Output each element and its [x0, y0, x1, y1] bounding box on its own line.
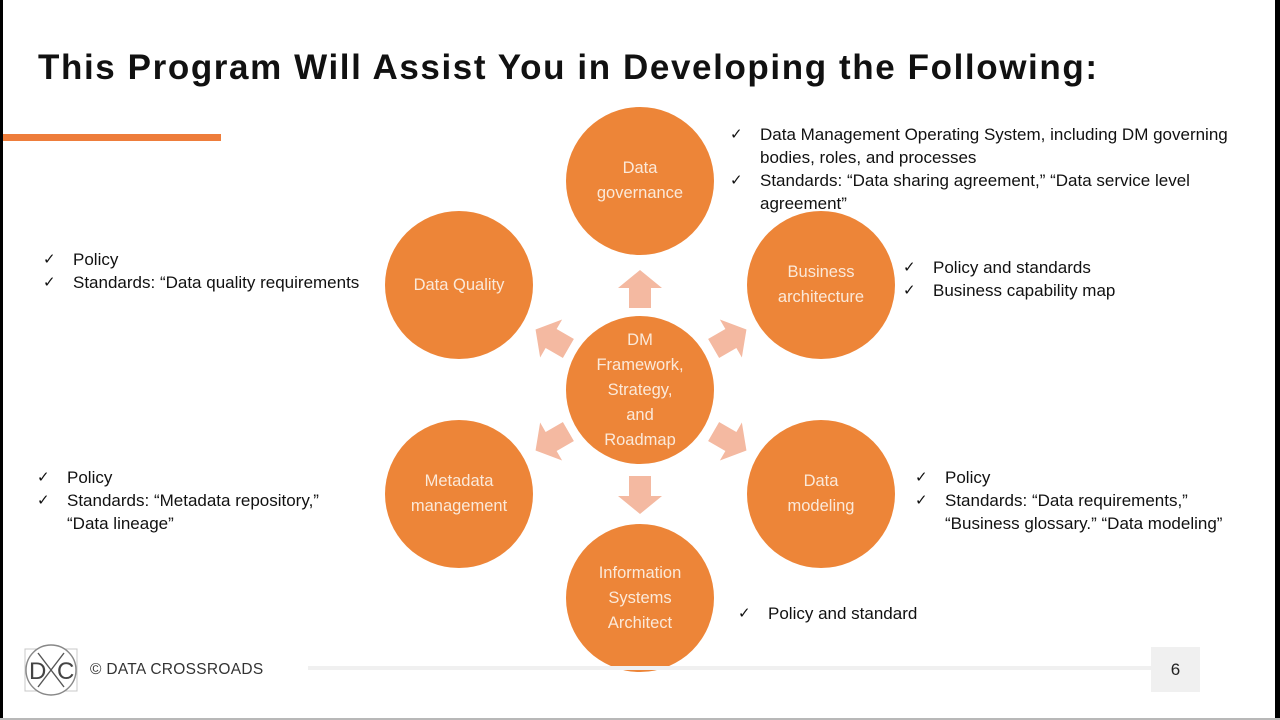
- modeling-bullets: ✓ Policy ✓ Standards: “Data requirements,”…: [915, 466, 1245, 535]
- center-line: Strategy,: [607, 380, 673, 399]
- center-line: Roadmap: [604, 430, 676, 449]
- checkmark-icon: ✓: [43, 274, 56, 291]
- node-label: Data: [622, 159, 658, 177]
- page-number: 6: [1151, 647, 1200, 692]
- arrow-up-right-icon: [703, 310, 758, 367]
- bullet-item: ✓ Policy: [43, 248, 383, 271]
- slide-title: This Program Will Assist You in Developi…: [38, 48, 1099, 87]
- bullet-text: Policy: [945, 468, 991, 487]
- node-business-architecture: Business architecture: [747, 211, 895, 359]
- bullet-text: Policy and standard: [768, 604, 918, 623]
- bullet-text: Policy and standards: [933, 258, 1091, 277]
- arrow-down-right-icon: [703, 412, 758, 469]
- checkmark-icon: ✓: [903, 259, 916, 276]
- node-metadata-management: Metadata management: [385, 420, 533, 568]
- bullet-item: ✓ Standards: “Data quality requirements: [43, 271, 383, 294]
- bullet-text: Data Management Operating System, includ…: [760, 125, 1228, 167]
- node-label: Metadata: [424, 472, 494, 490]
- bullet-item: ✓ Standards: “Metadata repository,” “Data…: [37, 489, 357, 535]
- arrow-down-left-icon: [525, 412, 580, 469]
- checkmark-icon: ✓: [37, 469, 50, 486]
- data-crossroads-logo: D C: [24, 643, 78, 697]
- bullet-item: ✓ Standards: “Data requirements,” “Busine…: [915, 489, 1245, 535]
- node-label: Information: [598, 563, 682, 582]
- center-circle-dm-framework: DM Framework, Strategy, and Roadmap: [566, 316, 714, 464]
- checkmark-icon: ✓: [915, 469, 928, 486]
- node-data-governance: Data governance: [566, 107, 714, 255]
- bullet-text: Standards: “Metadata repository,” “Data …: [67, 491, 319, 533]
- footer-divider: [308, 666, 1153, 670]
- bullet-text: Standards: “Data sharing agreement,” “Da…: [760, 171, 1190, 213]
- bullet-item: ✓ Data Management Operating System, inclu…: [730, 123, 1270, 169]
- node-data-quality: Data Quality: [385, 211, 533, 359]
- checkmark-icon: ✓: [730, 172, 743, 189]
- bullet-item: ✓ Policy and standard: [738, 602, 998, 625]
- bullet-text: Standards: “Data requirements,” “Busines…: [945, 491, 1223, 533]
- center-line: DM: [627, 330, 653, 349]
- node-label: Architect: [607, 613, 673, 632]
- quality-bullets: ✓ Policy ✓ Standards: “Data quality requir…: [43, 248, 383, 294]
- svg-text:C: C: [57, 658, 74, 685]
- node-label: Systems: [608, 588, 672, 607]
- center-line: Framework,: [596, 355, 684, 374]
- bullet-item: ✓ Business capability map: [903, 279, 1223, 302]
- frame-right-edge: [1275, 0, 1280, 720]
- node-label: Data Quality: [413, 275, 505, 294]
- bullet-item: ✓ Policy: [915, 466, 1245, 489]
- bullet-item: ✓ Policy and standards: [903, 256, 1223, 279]
- center-line: and: [626, 405, 654, 424]
- bullet-item: ✓ Standards: “Data sharing agreement,” “D…: [730, 169, 1270, 215]
- node-information-systems-architect: Information Systems Architect: [566, 524, 714, 672]
- checkmark-icon: ✓: [903, 282, 916, 299]
- governance-bullets: ✓ Data Management Operating System, inclu…: [730, 123, 1270, 215]
- node-label: modeling: [787, 497, 855, 515]
- arrow-up-left-icon: [525, 310, 580, 367]
- checkmark-icon: ✓: [730, 126, 743, 143]
- metadata-bullets: ✓ Policy ✓ Standards: “Metadata repository…: [37, 466, 357, 535]
- checkmark-icon: ✓: [43, 251, 56, 268]
- bullet-text: Policy: [67, 468, 113, 487]
- copyright-text: © DATA CROSSROADS: [90, 661, 264, 678]
- node-label: governance: [596, 184, 684, 202]
- checkmark-icon: ✓: [915, 492, 928, 509]
- bullet-text: Business capability map: [933, 281, 1116, 300]
- checkmark-icon: ✓: [37, 492, 50, 509]
- infosys-bullets: ✓ Policy and standard: [738, 602, 998, 625]
- bullet-text: Policy: [73, 250, 119, 269]
- arrow-up-icon: [618, 270, 662, 308]
- bullet-item: ✓ Policy: [37, 466, 357, 489]
- node-label: Data: [803, 472, 839, 490]
- node-label: architecture: [777, 288, 865, 306]
- frame-left-edge: [0, 0, 3, 720]
- node-data-modeling: Data modeling: [747, 420, 895, 568]
- title-accent-bar: [3, 134, 221, 141]
- arrow-down-icon: [618, 476, 662, 514]
- business-bullets: ✓ Policy and standards ✓ Business capabili…: [903, 256, 1223, 302]
- bullet-text: Standards: “Data quality requirements: [73, 273, 360, 292]
- frame-bottom-edge: [0, 718, 1280, 720]
- node-label: Business: [787, 263, 855, 281]
- checkmark-icon: ✓: [738, 605, 751, 622]
- node-label: management: [410, 497, 508, 515]
- svg-text:D: D: [29, 658, 46, 685]
